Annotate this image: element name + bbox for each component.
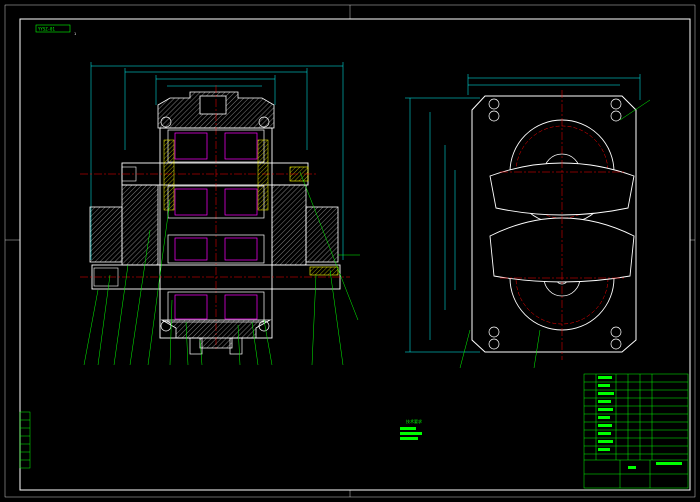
title-block-fills bbox=[598, 376, 682, 469]
upper-gear bbox=[163, 129, 269, 219]
right-flange-inner bbox=[271, 184, 307, 266]
sheet-frame bbox=[4, 4, 696, 498]
part-leaders bbox=[83, 171, 360, 366]
housing-bottom bbox=[160, 319, 272, 349]
sheet-mark: 1 bbox=[74, 32, 76, 36]
right-flange bbox=[305, 206, 339, 263]
end-view bbox=[405, 74, 651, 369]
left-flange bbox=[89, 206, 123, 263]
notes-heading: 技术要求 bbox=[406, 418, 422, 424]
revision-strip bbox=[19, 411, 31, 469]
tech-notes: 技术要求 bbox=[400, 418, 422, 440]
left-flange-inner bbox=[121, 184, 159, 266]
end-housing bbox=[471, 95, 637, 353]
section-view bbox=[80, 62, 360, 366]
drawing-code-text: YYSZ-01 bbox=[38, 27, 55, 32]
title-block bbox=[583, 373, 689, 489]
drawing-code-tag: YYSZ-01 1 bbox=[35, 24, 76, 36]
